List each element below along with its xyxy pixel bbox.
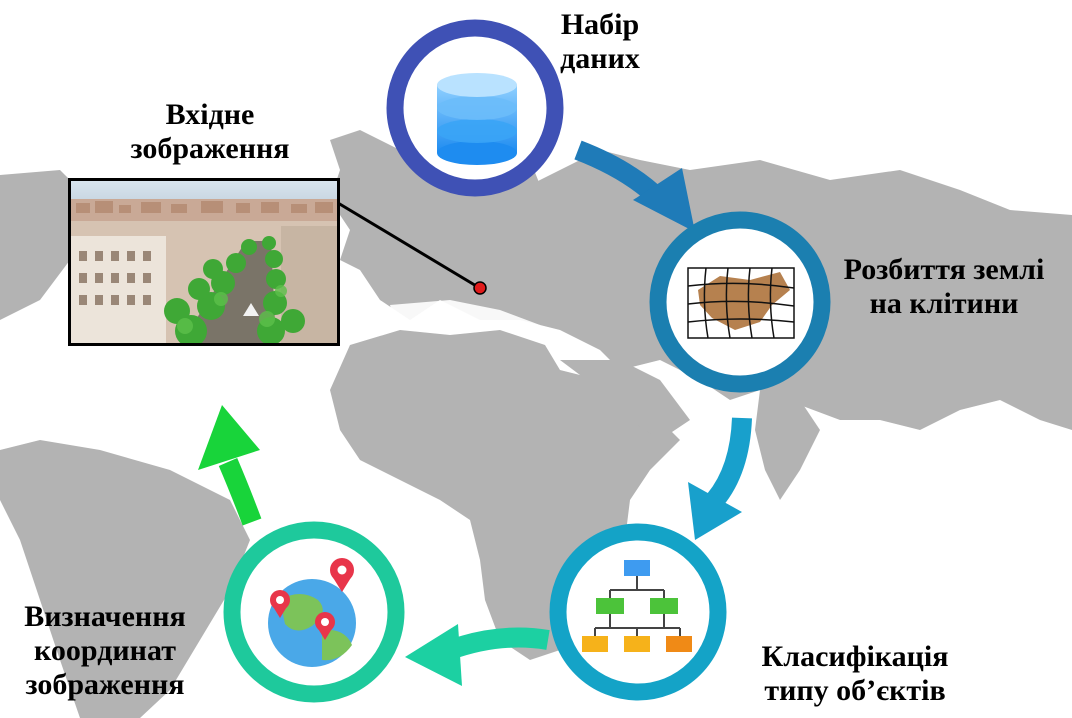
classification-ring bbox=[549, 523, 727, 701]
cycle-arrows bbox=[198, 140, 752, 686]
grid-map-icon bbox=[687, 267, 795, 339]
map-pin-icon bbox=[330, 558, 354, 592]
map-south-america bbox=[0, 440, 250, 718]
hierarchy-icon bbox=[582, 560, 692, 652]
label-cells-line-2: на клітини bbox=[869, 287, 1019, 320]
arrow-cells-to-class bbox=[707, 417, 752, 507]
label-coords-line-2: координат bbox=[34, 634, 176, 667]
map-pin-icon bbox=[270, 590, 290, 618]
input-photo bbox=[68, 178, 340, 346]
city-photo-illustration bbox=[71, 181, 337, 343]
location-connector bbox=[337, 201, 479, 289]
arrow-coords-to-input bbox=[218, 458, 262, 526]
database-icon bbox=[437, 73, 517, 165]
label-dataset: Набір даних bbox=[545, 8, 655, 76]
label-coords-line-1: Визначення bbox=[24, 600, 186, 633]
label-cells-line-1: Розбиття землі bbox=[843, 253, 1045, 286]
map-pin-icon bbox=[315, 612, 335, 640]
step-coordinates bbox=[223, 521, 405, 703]
arrow-dataset-to-cells-head bbox=[633, 168, 695, 232]
label-class-line-1: Класифікація bbox=[761, 640, 949, 673]
label-coords-line-3: зображення bbox=[25, 668, 185, 701]
step-classification bbox=[549, 523, 727, 701]
map-south-asia bbox=[755, 390, 820, 500]
label-cells: Розбиття землі на клітини bbox=[826, 253, 1062, 321]
arrow-class-to-coords bbox=[446, 627, 550, 660]
label-input-line-2: зображення bbox=[130, 132, 290, 165]
label-classification: Класифікація типу об’єктів bbox=[740, 640, 970, 708]
label-dataset-line-2: даних bbox=[560, 42, 640, 75]
arrow-class-to-coords-head bbox=[405, 624, 462, 686]
map-arabia bbox=[560, 360, 690, 440]
step-dataset bbox=[386, 19, 564, 197]
step-cells bbox=[649, 211, 831, 393]
arrow-cells-to-class-head bbox=[688, 482, 742, 540]
label-coordinates: Визначення координат зображення bbox=[2, 600, 208, 702]
label-input-image: Вхідне зображення bbox=[120, 98, 300, 166]
map-north-america bbox=[0, 170, 90, 320]
label-dataset-line-1: Набір bbox=[560, 8, 640, 41]
label-class-line-2: типу об’єктів bbox=[764, 674, 946, 707]
globe-pins-icon bbox=[268, 558, 356, 667]
location-marker bbox=[473, 281, 487, 295]
arrow-coords-to-input-head bbox=[198, 405, 260, 470]
map-sea-shadows bbox=[390, 300, 540, 330]
label-input-line-1: Вхідне bbox=[165, 98, 255, 131]
